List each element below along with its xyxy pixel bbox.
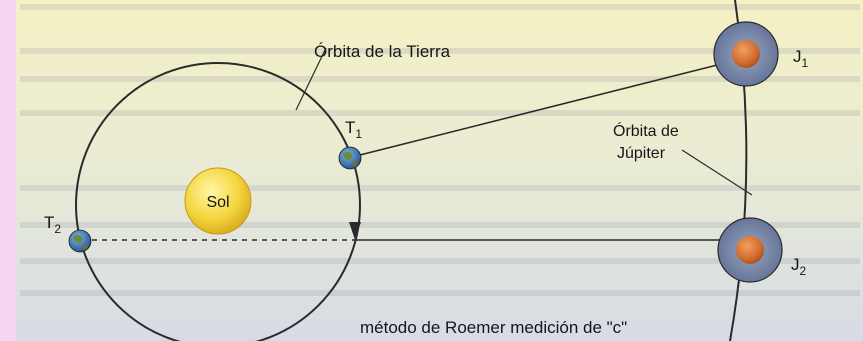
- t1-letter: T: [345, 118, 355, 137]
- jupiter-orbit-label-line1: Órbita de: [613, 121, 679, 140]
- j1-subscript: 1: [802, 56, 809, 70]
- t2-label: T2: [44, 213, 61, 236]
- t2-subscript: 2: [54, 222, 61, 236]
- t1-subscript: 1: [355, 127, 362, 141]
- sun: [184, 167, 252, 235]
- j2-letter: J: [791, 255, 800, 274]
- earth-t2: [68, 229, 92, 253]
- earth-orbit-label: Órbita de la Tierra: [314, 42, 451, 61]
- background-text-bleed: [20, 4, 860, 296]
- earth-t1: [338, 146, 362, 170]
- j2-subscript: 2: [800, 264, 807, 278]
- j1-label: J1: [793, 47, 809, 70]
- jupiter-orbit-label-line2: Júpiter: [617, 145, 666, 162]
- jupiter-j2: [717, 217, 783, 283]
- earth-orbit: [75, 62, 361, 341]
- sun-label: Sol: [206, 194, 229, 211]
- earth-orbit-arrow: [349, 222, 361, 240]
- jupiter-j2-planet: [736, 236, 764, 264]
- jupiter-orbit-leader: [681, 149, 753, 196]
- path-t1-j1: [351, 57, 746, 158]
- j2-label: J2: [791, 255, 807, 278]
- caption: método de Roemer medición de "c": [360, 318, 627, 337]
- jupiter-j1: [713, 21, 779, 87]
- j1-letter: J: [793, 47, 802, 66]
- t1-label: T1: [345, 118, 362, 141]
- earth-orbit-leader: [295, 47, 327, 111]
- t2-letter: T: [44, 213, 54, 232]
- jupiter-j1-planet: [732, 40, 760, 68]
